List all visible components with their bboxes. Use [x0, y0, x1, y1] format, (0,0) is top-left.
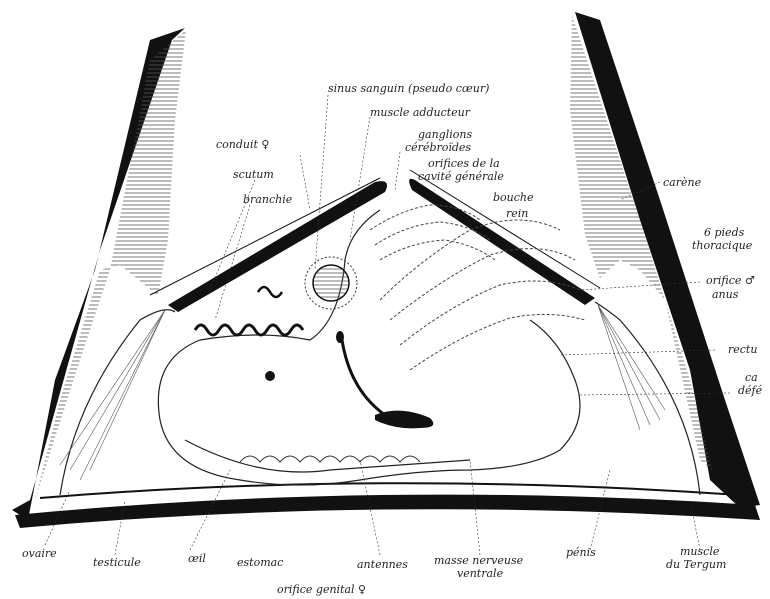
label-orifices-2: cavité générale — [418, 170, 504, 183]
label-branchie: branchie — [243, 193, 293, 206]
label-penis: pénis — [566, 546, 596, 559]
label-ovaire: ovaire — [22, 547, 57, 560]
branchie — [195, 325, 303, 335]
label-orifices-1: orifices de la — [428, 157, 500, 170]
label-scutum: scutum — [233, 168, 274, 181]
label-sinus: sinus sanguin (pseudo cœur) — [328, 82, 489, 95]
testicule-loops — [240, 456, 420, 462]
label-muscle-adducteur: muscle adducteur — [370, 106, 471, 119]
label-testicule: testicule — [93, 556, 141, 569]
label-pieds-2: thoracique — [692, 239, 753, 252]
nerve-system — [265, 331, 433, 428]
label-antennes: antennes — [357, 558, 408, 571]
label-carene: carène — [663, 176, 702, 189]
label-defe: défé — [738, 384, 763, 397]
sinus-sanguin — [305, 257, 357, 309]
label-orifice-male-1: orifice ♂ — [706, 274, 755, 287]
label-masse-1: masse nerveuse — [434, 554, 524, 567]
label-orifice-genital: orifice genital ♀ — [277, 583, 366, 596]
label-rectum: rectu — [728, 343, 757, 356]
label-muscle-tergum-1: muscle — [680, 545, 720, 558]
label-conduit: conduit ♀ — [216, 138, 269, 151]
label-ca: ca — [745, 371, 758, 384]
label-rein: rein — [506, 207, 528, 220]
label-orifice-male-2: anus — [712, 288, 739, 301]
label-muscle-tergum-2: du Tergum — [666, 558, 726, 571]
label-ganglions-1: ganglions — [418, 128, 472, 141]
label-masse-2: ventrale — [457, 567, 504, 580]
label-oeil: œil — [188, 552, 206, 565]
label-bouche: bouche — [493, 191, 534, 204]
label-pieds-1: 6 pieds — [704, 226, 745, 239]
label-estomac: estomac — [237, 556, 283, 569]
label-ganglions-2: cérébroïdes — [405, 141, 471, 154]
